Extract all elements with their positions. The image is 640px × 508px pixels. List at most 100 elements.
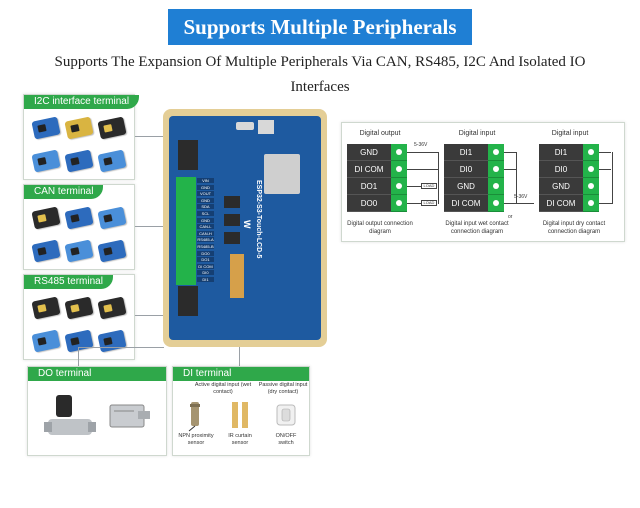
digital-input-dry-terminal: DI1 DI0 GND DI COM [539, 144, 599, 212]
can-panel-title: CAN terminal [24, 185, 104, 199]
pin-screw [391, 144, 407, 161]
digital-output-title: Digital output [359, 130, 401, 137]
wire-line [612, 152, 613, 204]
pin-screw [391, 161, 407, 178]
module-thumbnail [97, 326, 127, 355]
switch-icon [276, 404, 296, 426]
pin-screw [583, 195, 599, 212]
terminal-label: DO1 [197, 257, 214, 263]
terminal-label: DI COM [197, 263, 214, 269]
module-thumbnail [31, 293, 61, 322]
connector-line [135, 136, 165, 137]
pin-label: DI COM [444, 195, 488, 212]
module-thumbnail [31, 236, 61, 265]
or-label: or [508, 214, 513, 220]
pin-screw [391, 195, 407, 212]
digital-output-caption: Digital output connection diagram [347, 221, 413, 235]
module-thumbnail [97, 293, 127, 322]
module-thumbnail [64, 113, 94, 142]
load-box: LOAD [421, 183, 437, 189]
connector-line [135, 226, 165, 227]
terminal-label: DO0 [197, 250, 214, 256]
ic-chip [224, 196, 240, 208]
module-thumbnail [64, 236, 94, 265]
pin-screw [583, 161, 599, 178]
pin-screw [488, 195, 504, 212]
wire-line [407, 152, 439, 153]
screw-terminal [176, 177, 196, 285]
sd-slot [258, 120, 274, 134]
page-subtitle: Supports The Expansion Of Multiple Perip… [54, 54, 586, 95]
usb-port [236, 122, 254, 130]
wire-line [599, 203, 613, 204]
terminal-label: RS485-A [197, 237, 214, 243]
pin-label: DI1 [444, 144, 488, 161]
connector-line [239, 347, 240, 367]
terminal-label: GND [197, 184, 214, 190]
pin-screw [488, 161, 504, 178]
wire-line [599, 152, 611, 153]
digital-input-wet-title: Digital input [458, 130, 496, 137]
wire-line [504, 169, 516, 170]
pin-label: GND [539, 178, 583, 195]
module-thumbnail [31, 146, 61, 175]
wire-line [599, 169, 611, 170]
rs485-panel-title: RS485 terminal [24, 275, 113, 289]
active-input-label: Active digital input (wet contact) [194, 382, 252, 395]
waveshare-logo-icon: W [242, 220, 252, 229]
pin-screw [488, 144, 504, 161]
digital-input-wet-terminal: DI1 DI0 GND DI COM [444, 144, 504, 212]
terminal-label: DI0 [197, 270, 214, 276]
connector-line [78, 347, 79, 367]
voltage-label: 5-36V [514, 194, 528, 200]
do-panel: DO terminal [27, 366, 167, 456]
page-title-banner: Supports Multiple Peripherals [168, 9, 472, 45]
electric-lock-icon [109, 404, 150, 428]
pin-label: DI0 [444, 161, 488, 178]
module-thumbnail [97, 113, 127, 142]
digital-input-dry-title: Digital input [551, 130, 589, 137]
terminal-label: RS485-B [197, 243, 214, 249]
wire-line [438, 152, 439, 204]
connector-line [78, 347, 164, 348]
i2c-panel: I2C interface terminal [23, 94, 140, 180]
load-box: LOAD [421, 200, 437, 206]
proximity-sensor-icon [188, 402, 200, 432]
ic-chip [224, 214, 240, 226]
connector-block [178, 286, 198, 316]
wire-line [407, 203, 421, 204]
pin-label: DI1 [539, 144, 583, 161]
ic-chip [224, 232, 240, 244]
pin-screw [391, 178, 407, 195]
can-panel: CAN terminal [23, 184, 135, 270]
wire-line [516, 152, 517, 204]
module-thumbnail [31, 113, 61, 142]
pin-screw [583, 144, 599, 161]
terminal-label: SCL [197, 210, 214, 216]
wire-line [407, 169, 439, 170]
npn-sensor-label: NPN proximity sensor [178, 433, 214, 446]
connector-block [178, 140, 198, 170]
terminal-label: VOUT [197, 191, 214, 197]
voltage-label: 5-36V [414, 142, 428, 148]
pin-label: GND [347, 144, 391, 161]
connector-line [135, 315, 165, 316]
module-thumbnail [31, 203, 61, 232]
terminal-label: GND [197, 217, 214, 223]
pin-label: DO1 [347, 178, 391, 195]
terminal-label: CAN-H [197, 230, 214, 236]
switch-label: ON/OFF switch [275, 433, 297, 446]
esp32-module [264, 154, 300, 194]
pin-screw [488, 178, 504, 195]
module-thumbnail [97, 236, 127, 265]
wire-line [504, 203, 534, 204]
di-panel: DI terminal Active digital input (wet co… [172, 366, 310, 456]
solenoid-valve-icon [44, 395, 96, 435]
pin-label: GND [444, 178, 488, 195]
ir-sensor-label: IR curtain sensor [228, 433, 252, 446]
wire-line [504, 152, 516, 153]
module-thumbnail [97, 146, 127, 175]
do-panel-title: DO terminal [28, 367, 166, 381]
ir-curtain-sensor-icon [232, 402, 248, 428]
pin-label: DI COM [347, 161, 391, 178]
